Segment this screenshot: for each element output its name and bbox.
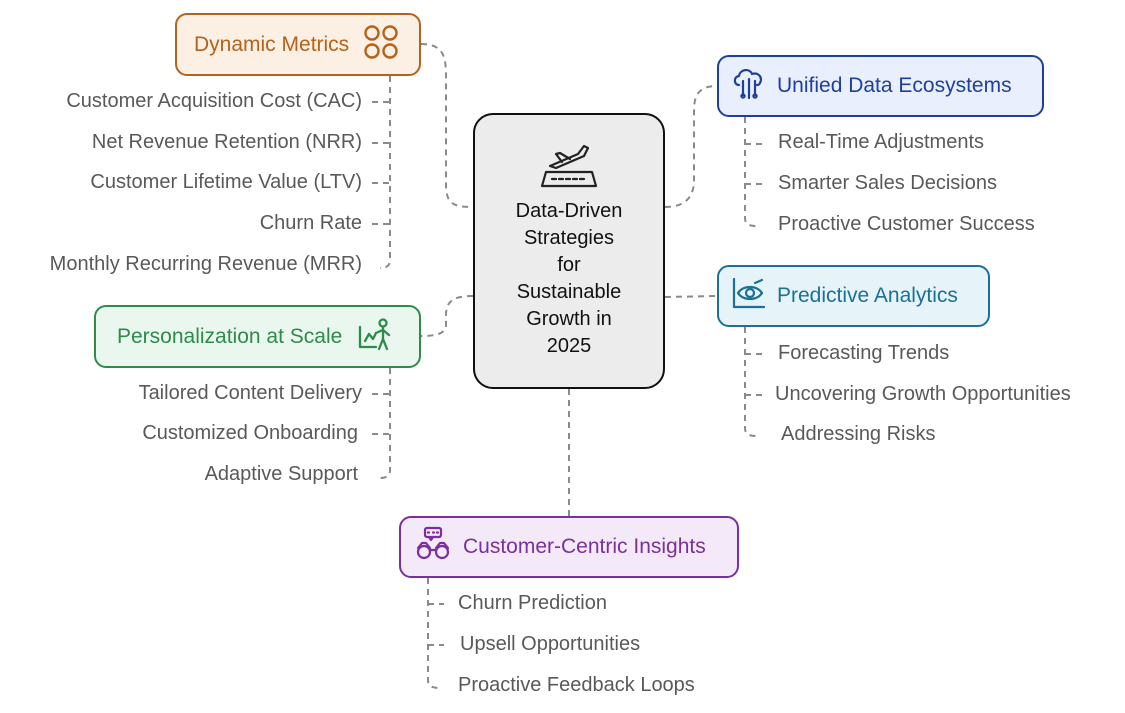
list-item: Customer Acquisition Cost (CAC) (66, 90, 362, 112)
list-item: Adaptive Support (204, 463, 358, 485)
cloud-network-icon (731, 65, 767, 107)
people-chat-icon (415, 526, 451, 568)
four-circles-icon (363, 24, 399, 66)
branch-dynamic-metrics: Dynamic Metrics (175, 13, 421, 76)
list-item: Uncovering Growth Opportunities (775, 383, 1071, 405)
person-chart-icon (356, 315, 394, 359)
list-item: Monthly Recurring Revenue (MRR) (49, 253, 362, 275)
list-item: Customer Lifetime Value (LTV) (90, 171, 362, 193)
central-topic-title: Data-Driven Strategies for Sustainable G… (515, 200, 623, 357)
list-item: Tailored Content Delivery (138, 382, 362, 404)
branch-unified-data-ecosystems: Unified Data Ecosystems (717, 55, 1044, 117)
list-item: Real-Time Adjustments (778, 131, 984, 153)
list-item: Proactive Feedback Loops (458, 674, 695, 696)
central-topic-node: Data-Driven Strategies for Sustainable G… (473, 113, 665, 389)
list-item: Addressing Risks (781, 423, 936, 445)
branch-predictive-analytics: Predictive Analytics (717, 265, 990, 327)
list-item: Proactive Customer Success (778, 213, 1035, 235)
branch-label: Predictive Analytics (777, 284, 958, 307)
list-item: Customized Onboarding (142, 422, 358, 444)
list-item: Churn Prediction (458, 592, 607, 614)
airplane-landing-icon (540, 144, 598, 188)
eye-chart-icon (731, 275, 767, 317)
list-item: Smarter Sales Decisions (778, 172, 997, 194)
list-item: Upsell Opportunities (460, 633, 641, 655)
list-item: Churn Rate (259, 212, 362, 234)
branch-customer-centric-insights: Customer-Centric Insights (399, 516, 739, 578)
list-item: Net Revenue Retention (NRR) (91, 131, 362, 153)
branch-label: Personalization at Scale (117, 324, 343, 348)
branch-label: Unified Data Ecosystems (777, 74, 1012, 97)
branch-personalization-at-scale: Personalization at Scale (94, 305, 421, 368)
branch-label: Customer-Centric Insights (463, 535, 706, 558)
list-item: Forecasting Trends (778, 342, 950, 364)
branch-label: Dynamic Metrics (194, 32, 350, 56)
